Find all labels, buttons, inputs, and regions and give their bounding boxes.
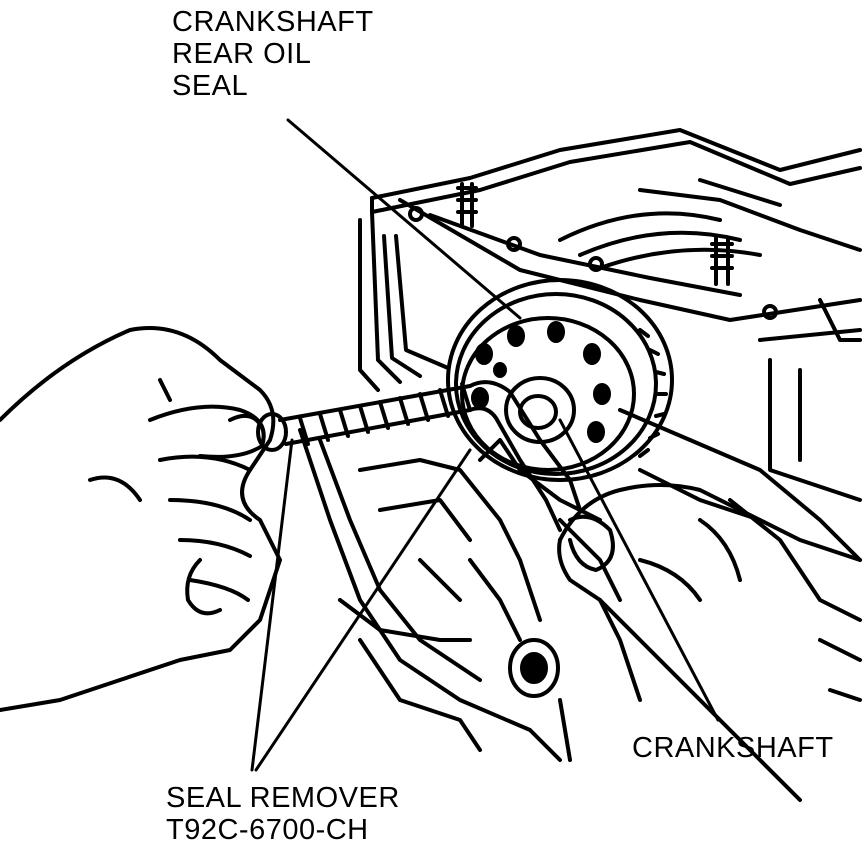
lower-block [298, 428, 622, 762]
leader-lines [250, 118, 720, 772]
right-hand [557, 483, 862, 802]
leader-rear-oil-seal [286, 118, 522, 320]
crankshaft-flange [446, 278, 674, 482]
rear-oil-seal-label: CRANKSHAFT REAR OIL SEAL [172, 6, 374, 102]
engine-block [358, 128, 862, 702]
rear-oil-seal-label-line-1: CRANKSHAFT [172, 6, 374, 38]
crankshaft-label-text: CRANKSHAFT [632, 732, 834, 764]
leader-seal-remover-b [254, 448, 472, 772]
left-hand [0, 326, 282, 712]
rear-oil-seal-label-line-3: SEAL [172, 70, 249, 102]
crankshaft-label: CRANKSHAFT [632, 732, 834, 764]
seal-remover-tool [256, 380, 582, 532]
seal-remover-label-line-2: T92C-6700-CH [166, 814, 369, 846]
rear-oil-seal-label-line-2: REAR OIL [172, 38, 312, 70]
seal-remover-label: SEAL REMOVER T92C-6700-CH [166, 782, 400, 846]
leader-seal-remover-a [250, 438, 294, 772]
leader-crankshaft [558, 418, 720, 722]
seal-remover-label-line-1: SEAL REMOVER [166, 782, 400, 814]
